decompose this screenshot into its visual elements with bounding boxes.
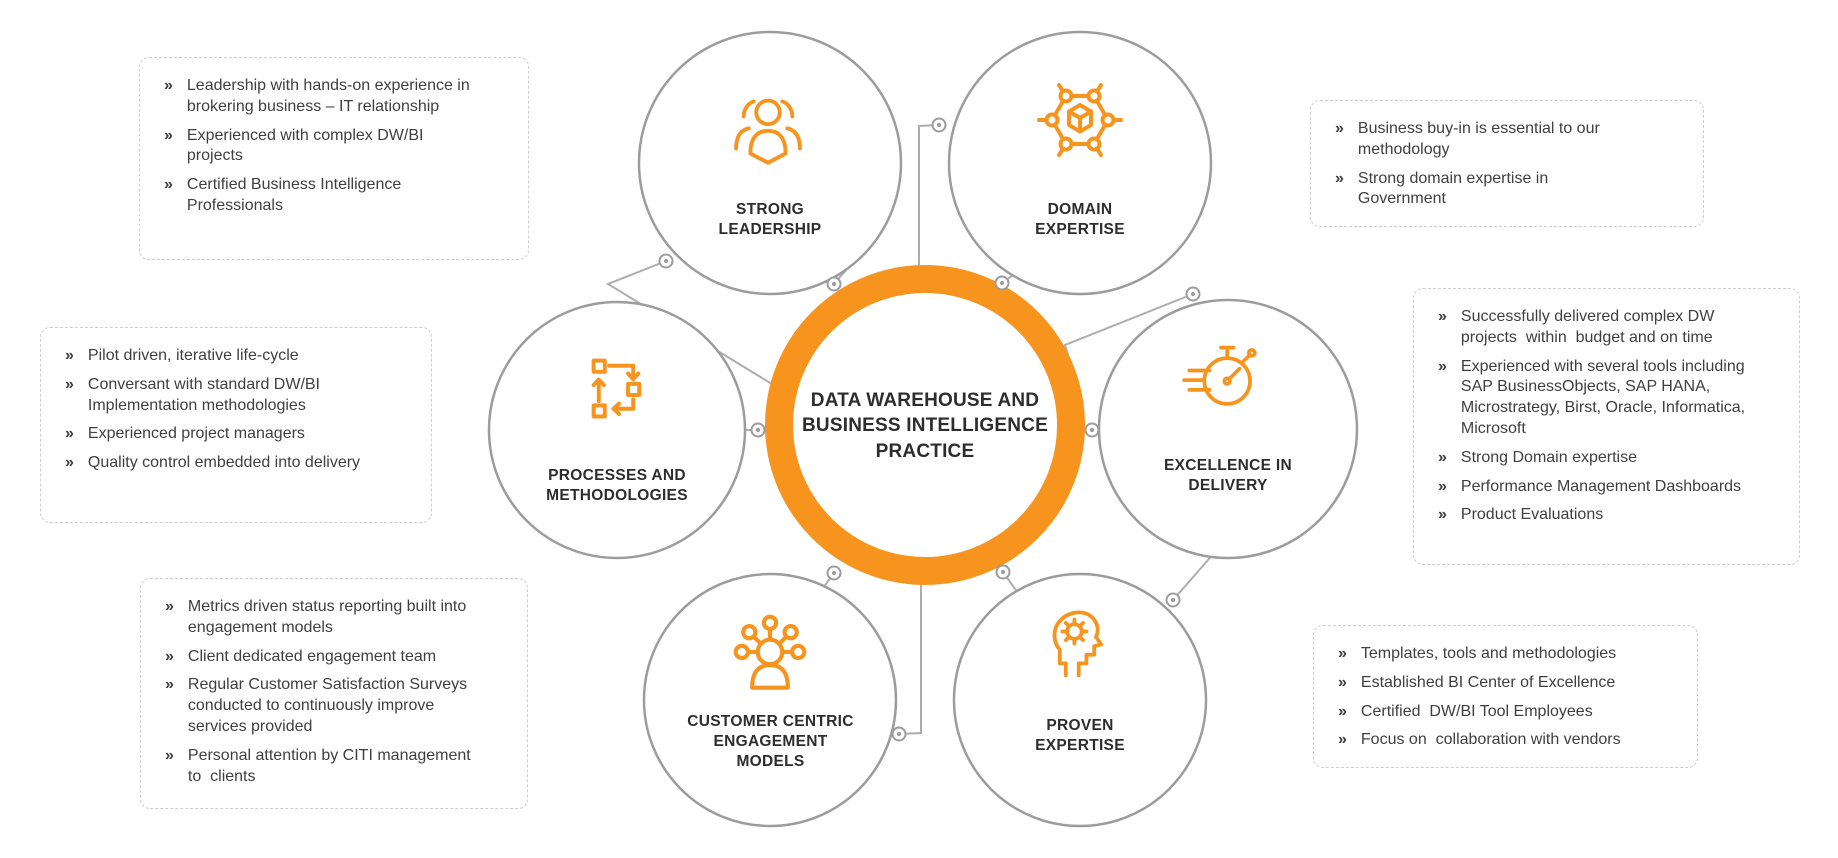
callout-item: » Personal attention by CITI management … <box>165 746 505 788</box>
callout-item: » Leadership with hands-on experience in… <box>164 76 506 118</box>
callout-list: » Leadership with hands-on experience in… <box>164 76 506 217</box>
bullet-chevron-icon: » <box>1438 506 1447 524</box>
center-title: DATA WAREHOUSE AND BUSINESS INTELLIGENCE… <box>802 390 1048 462</box>
center-ring <box>765 265 1085 585</box>
callout-text: Pilot driven, iterative life-cycle <box>87 347 299 364</box>
bullet-chevron-icon: » <box>1338 731 1347 749</box>
callout-text: Focus on collaboration with vendors <box>1360 731 1621 749</box>
callout-item: » Established BI Center of Excellence <box>1338 673 1675 694</box>
callout-list: » Business buy-in is essential to our me… <box>1335 119 1681 210</box>
circle-domain-expertise <box>947 30 1213 296</box>
callout-text: Established BI Center of Excellence <box>1360 673 1616 691</box>
head-gear-icon <box>1034 598 1120 684</box>
callout-item: » Experienced with several tools includi… <box>1438 357 1777 440</box>
callout-list: » Metrics driven status reporting built … <box>165 597 505 787</box>
bullet-chevron-icon: » <box>1438 477 1447 495</box>
bullet-chevron-icon: » <box>164 77 173 94</box>
callout-text: Experienced with several tools including… <box>1460 357 1750 437</box>
callout-item: » Experienced project managers <box>65 424 409 445</box>
circle-customer-centric <box>642 572 898 828</box>
bullet-chevron-icon: » <box>164 126 173 144</box>
callout-list: » Templates, tools and methodologies » E… <box>1338 644 1675 751</box>
process-loop-icon <box>573 346 659 432</box>
connector-ring-icons <box>658 117 1201 742</box>
bullet-chevron-icon: » <box>165 598 174 615</box>
callout-text: Client dedicated engagement team <box>187 647 437 665</box>
bullet-chevron-icon: » <box>65 425 74 443</box>
callout-domain-expertise: » Business buy-in is essential to our me… <box>1310 100 1704 228</box>
callout-item: » Strong domain expertise in Government <box>1335 169 1681 211</box>
bullet-chevron-icon: » <box>1338 702 1347 720</box>
bullet-chevron-icon: » <box>1338 645 1347 662</box>
bullet-chevron-icon: » <box>1338 673 1347 691</box>
callout-list: » Pilot driven, iterative life-cycle » C… <box>65 346 409 474</box>
bullet-chevron-icon: » <box>1335 169 1344 187</box>
callout-text: Strong Domain expertise <box>1460 448 1637 466</box>
callout-item: » Performance Management Dashboards <box>1438 477 1777 498</box>
callout-processes: » Pilot driven, iterative life-cycle » C… <box>40 327 432 523</box>
bullet-chevron-icon: » <box>165 746 174 764</box>
node-label-processes: PROCESSES AND METHODOLOGIES <box>546 467 688 504</box>
callout-item: » Product Evaluations <box>1438 505 1777 526</box>
bullet-chevron-icon: » <box>65 347 74 364</box>
circle-processes <box>487 300 747 560</box>
callout-list: » Successfully delivered complex DW proj… <box>1438 307 1777 526</box>
bullet-chevron-icon: » <box>164 176 173 194</box>
callout-text: Templates, tools and methodologies <box>1360 645 1617 662</box>
callout-text: Metrics driven status reporting built in… <box>187 598 471 636</box>
callout-text: Business buy-in is essential to our meth… <box>1357 120 1605 158</box>
callout-text: Successfully delivered complex DW projec… <box>1460 308 1719 346</box>
callout-item: » Regular Customer Satisfaction Surveys … <box>165 675 505 737</box>
node-label-proven-expertise: PROVEN EXPERTISE <box>1035 717 1125 754</box>
bullet-chevron-icon: » <box>65 454 74 472</box>
bullet-chevron-icon: » <box>165 676 174 694</box>
callout-item: » Business buy-in is essential to our me… <box>1335 119 1681 161</box>
callout-excellence: » Successfully delivered complex DW proj… <box>1413 288 1800 565</box>
callout-item: » Strong Domain expertise <box>1438 448 1777 469</box>
callout-text: Performance Management Dashboards <box>1460 477 1742 495</box>
callout-item: » Pilot driven, iterative life-cycle <box>65 346 409 367</box>
callout-text: Leadership with hands-on experience in b… <box>186 77 475 115</box>
callout-text: Experienced with complex DW/BI projects <box>186 126 428 165</box>
callout-text: Regular Customer Satisfaction Surveys co… <box>187 676 472 735</box>
bullet-chevron-icon: » <box>1438 448 1447 466</box>
circle-proven-expertise <box>952 572 1208 828</box>
node-label-customer-centric: CUSTOMER CENTRIC ENGAGEMENT MODELS <box>687 713 854 770</box>
node-label-domain-expertise: DOMAIN EXPERTISE <box>1035 201 1125 238</box>
bullet-chevron-icon: » <box>1438 308 1447 325</box>
callout-item: » Conversant with standard DW/BI Impleme… <box>65 375 409 417</box>
callout-text: Conversant with standard DW/BI Implement… <box>87 375 325 414</box>
bullet-chevron-icon: » <box>1438 357 1447 375</box>
callout-item: » Focus on collaboration with vendors <box>1338 730 1675 751</box>
callout-item: » Templates, tools and methodologies <box>1338 644 1675 665</box>
callout-text: Quality control embedded into delivery <box>87 454 361 472</box>
callout-customer-centric: » Metrics driven status reporting built … <box>140 578 528 809</box>
callout-proven-expertise: » Templates, tools and methodologies » E… <box>1313 625 1698 769</box>
callout-strong-leadership: » Leadership with hands-on experience in… <box>139 57 529 260</box>
callout-item: » Certified DW/BI Tool Employees <box>1338 702 1675 723</box>
callout-text: Certified DW/BI Tool Employees <box>1360 702 1593 720</box>
callout-item: » Certified Business Intelligence Profes… <box>164 175 506 217</box>
people-group-icon <box>722 88 814 172</box>
node-label-strong-leadership: STRONG LEADERSHIP <box>718 201 822 238</box>
person-network-icon <box>722 604 818 698</box>
node-label-excellence: EXCELLENCE IN DELIVERY <box>1164 457 1292 494</box>
bullet-chevron-icon: » <box>165 647 174 665</box>
hex-network-icon <box>1028 70 1132 170</box>
callout-item: » Metrics driven status reporting built … <box>165 597 505 639</box>
callout-text: Experienced project managers <box>87 425 305 443</box>
callout-text: Strong domain expertise in Government <box>1357 169 1553 208</box>
callout-item: » Quality control embedded into delivery <box>65 453 409 474</box>
bullet-chevron-icon: » <box>65 375 74 393</box>
callout-text: Certified Business Intelligence Professi… <box>186 176 406 214</box>
callout-text: Product Evaluations <box>1460 506 1604 524</box>
callout-item: » Successfully delivered complex DW proj… <box>1438 307 1777 349</box>
stopwatch-icon <box>1176 330 1266 418</box>
callout-text: Personal attention by CITI management to… <box>187 746 476 785</box>
bullet-chevron-icon: » <box>1335 120 1344 137</box>
callout-item: » Experienced with complex DW/BI project… <box>164 126 506 168</box>
callout-item: » Client dedicated engagement team <box>165 647 505 668</box>
